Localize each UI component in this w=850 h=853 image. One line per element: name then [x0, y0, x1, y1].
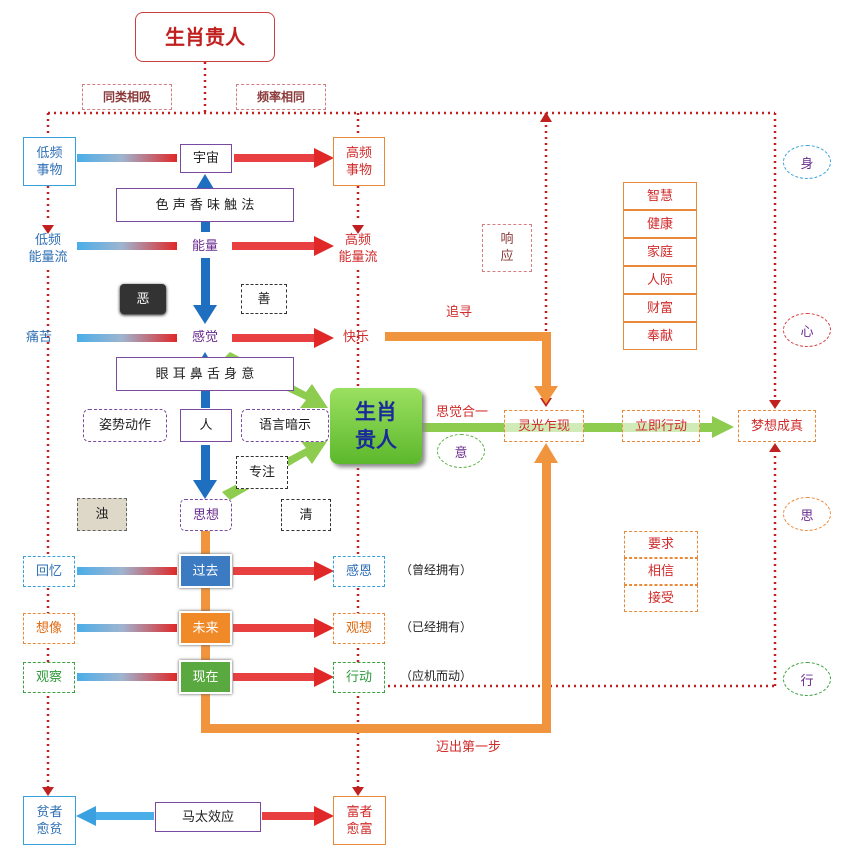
- present-box: 现在: [179, 660, 232, 694]
- goal-wisdom: 智慧: [623, 182, 697, 210]
- note-respond: （应机而动）: [400, 669, 473, 683]
- past-box: 过去: [179, 554, 232, 588]
- posture-box: 姿势动作: [83, 409, 167, 442]
- good-box: 善: [241, 284, 287, 314]
- inspiration-box: 灵光乍现: [504, 410, 584, 442]
- center-node: 生肖 贵人: [330, 388, 422, 464]
- tag-same-frequency: 频率相同: [236, 84, 326, 110]
- pain-label: 痛苦: [26, 330, 53, 345]
- note-already-have: （已经拥有）: [400, 620, 473, 634]
- happy-label: 快乐: [343, 330, 370, 345]
- clear-box: 清: [281, 499, 331, 531]
- visualize-box: 观想: [333, 613, 385, 644]
- note-once-had: （曾经拥有）: [400, 563, 473, 577]
- mind-circle: 意: [437, 434, 485, 468]
- energy-label: 能量: [192, 238, 219, 255]
- low-frequency-things: 低频 事物: [23, 137, 76, 186]
- action-box: 行动: [333, 662, 385, 693]
- universe-box: 宇宙: [180, 144, 232, 173]
- attitude-believe: 相信: [624, 558, 698, 585]
- speech-suggestion-box: 语言暗示: [241, 409, 329, 442]
- high-frequency-things: 高频 事物: [333, 137, 385, 186]
- tag-same-kind: 同类相吸: [82, 84, 172, 110]
- focus-box: 专注: [236, 456, 288, 489]
- unify-label: 思觉合一: [436, 405, 489, 420]
- goal-wealth: 财富: [623, 294, 697, 322]
- rich-get-richer: 富者 愈富: [333, 796, 386, 845]
- imagine-box: 想像: [23, 613, 75, 644]
- low-frequency-energy: 低频 能量流: [28, 233, 68, 265]
- goal-relations: 人际: [623, 266, 697, 294]
- goal-family: 家庭: [623, 238, 697, 266]
- goal-dedication: 奉献: [623, 322, 697, 350]
- attitude-receive: 接受: [624, 585, 698, 612]
- page-title: 生肖贵人: [135, 12, 275, 62]
- first-step-label: 迈出第一步: [436, 740, 502, 755]
- future-box: 未来: [179, 611, 232, 645]
- echo-box: 响 应: [482, 224, 532, 272]
- dream-come-true-box: 梦想成真: [738, 410, 816, 442]
- attitude-ask: 要求: [624, 531, 698, 558]
- aspect-heart: 心: [783, 313, 831, 347]
- recall-box: 回忆: [23, 556, 75, 587]
- aspect-body: 身: [783, 145, 831, 179]
- goals-stack: 智慧 健康 家庭 人际 财富 奉献: [623, 182, 697, 350]
- evil-box: 恶: [120, 284, 166, 314]
- observe-box: 观察: [23, 662, 75, 693]
- six-organs-box: 眼 耳 鼻 舌 身 意: [116, 357, 294, 391]
- attitudes-stack: 要求 相信 接受: [624, 531, 698, 612]
- pursue-label: 追寻: [446, 305, 473, 320]
- high-frequency-energy: 高频 能量流: [338, 233, 378, 265]
- six-senses-box: 色 声 香 味 触 法: [116, 188, 294, 222]
- aspect-action: 行: [783, 662, 831, 696]
- person-box: 人: [180, 409, 232, 442]
- matthew-effect-box: 马太效应: [155, 802, 261, 832]
- aspect-thought: 思: [783, 497, 831, 531]
- thought-box: 思想: [180, 499, 232, 531]
- turbid-box: 浊: [77, 498, 127, 531]
- gratitude-box: 感恩: [333, 556, 385, 587]
- act-now-box: 立即行动: [622, 410, 700, 442]
- poor-get-poorer: 贫者 愈贫: [23, 796, 76, 845]
- goal-health: 健康: [623, 210, 697, 238]
- feeling-label: 感觉: [192, 329, 219, 346]
